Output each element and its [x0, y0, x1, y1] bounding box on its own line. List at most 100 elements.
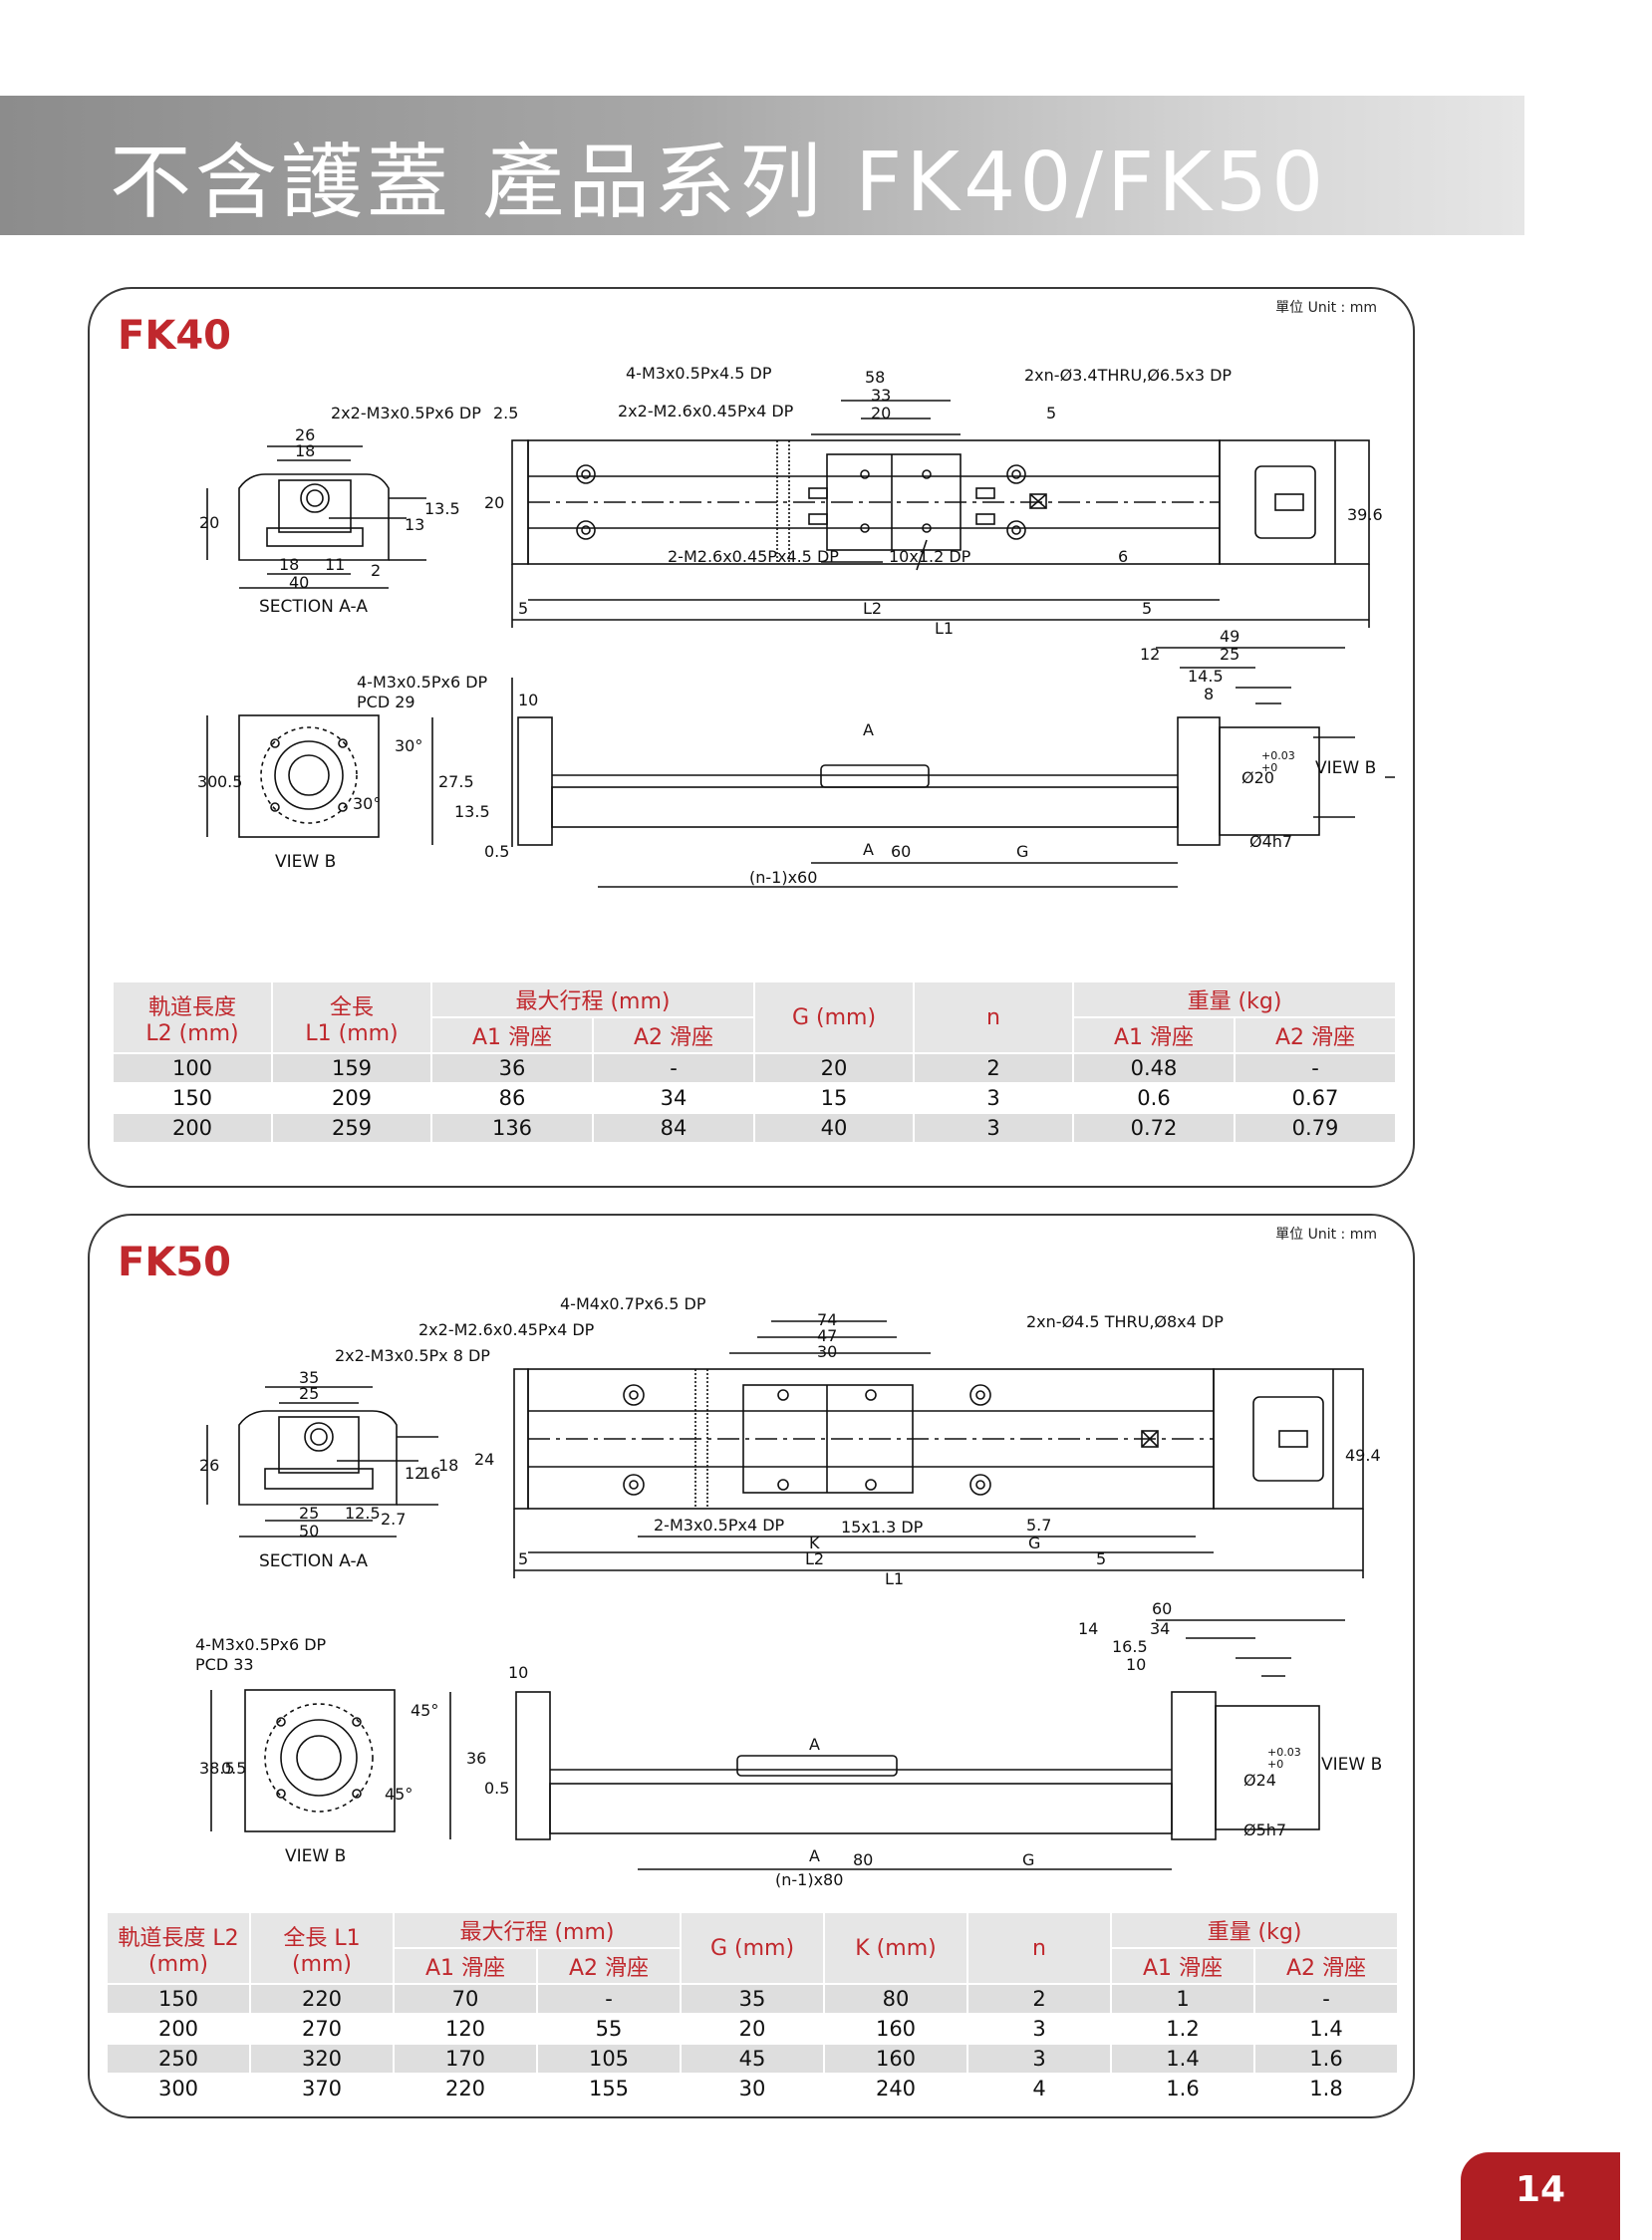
dim-value: 33: [871, 386, 891, 405]
table-cell: 200: [108, 2015, 249, 2043]
fk40-panel: 單位 Unit : mm FK40: [88, 287, 1415, 1188]
dim-value: 47: [817, 1326, 837, 1345]
table-cell: 320: [251, 2045, 393, 2073]
fk50-spec-table: 軌道長度 L2(mm) 全長 L1(mm) 最大行程 (mm) G (mm) K…: [106, 1911, 1399, 2104]
dim-callout: 2x2-M3x0.5Px6 DP: [331, 404, 481, 422]
dim-value: 10: [1126, 1655, 1146, 1674]
dim-value: 0.5: [484, 1779, 509, 1798]
dim-callout: 2-M3x0.5Px4 DP: [654, 1516, 785, 1535]
col-header-weight: 重量 (kg): [1074, 982, 1395, 1016]
dim-callout: 4-M4x0.7Px6.5 DP: [560, 1294, 706, 1313]
dim-value: 30°: [395, 736, 422, 755]
dim-callout: PCD 29: [357, 693, 415, 711]
table-cell: 120: [395, 2015, 536, 2043]
table-cell: 160: [825, 2015, 966, 2043]
dim-value: 39.6: [1347, 505, 1383, 524]
dim-value: 26: [295, 425, 315, 444]
dim-value: 0.5: [217, 772, 242, 791]
table-cell: 35: [682, 1985, 823, 2013]
dim-value: G: [1022, 1850, 1034, 1869]
dim-value: 5: [1046, 404, 1056, 422]
dim-value: 30: [817, 1342, 837, 1361]
dim-value: L1: [885, 1569, 904, 1588]
dim-value: G: [1028, 1534, 1040, 1552]
table-cell: 30: [682, 2075, 823, 2102]
dim-value: 18: [295, 441, 315, 460]
table-cell: 0.72: [1074, 1114, 1234, 1142]
table-cell: 150: [114, 1084, 271, 1112]
section-label: SECTION A-A: [259, 597, 368, 617]
table-cell: 3: [968, 2045, 1110, 2073]
dim-value: 13: [405, 515, 424, 534]
dim-value: 38.5: [199, 1759, 235, 1778]
dim-value: 18: [438, 1456, 458, 1475]
dim-value: 2.5: [493, 404, 518, 422]
col-header-weight: 重量 (kg): [1112, 1913, 1397, 1947]
dim-value: 36: [466, 1749, 486, 1768]
table-cell: -: [1236, 1054, 1395, 1082]
table-cell: -: [538, 1985, 680, 2013]
view-b-label: VIEW B: [285, 1846, 346, 1866]
dim-value: A: [863, 840, 874, 859]
col-header-a2: A2 滑座: [538, 1949, 680, 1983]
dim-value: 11: [325, 555, 345, 574]
dim-value: +0: [1267, 1758, 1283, 1771]
table-cell: 150: [108, 1985, 249, 2013]
dim-value: L1: [935, 619, 954, 638]
table-cell: 1.4: [1255, 2015, 1397, 2043]
col-header-wa2: A2 滑座: [1255, 1949, 1397, 1983]
dim-value: L2: [863, 599, 882, 618]
dim-value: 30: [197, 772, 217, 791]
table-row: 150 209 86 34 15 3 0.6 0.67: [114, 1084, 1395, 1112]
table-cell: 209: [273, 1084, 430, 1112]
dim-callout: 2x2-M2.6x0.45Px4 DP: [618, 402, 794, 420]
col-header-g: G (mm): [682, 1913, 823, 1983]
dim-value: (n-1)x60: [749, 868, 817, 887]
dim-value: 5.7: [1026, 1516, 1051, 1535]
unit-label: 單位 Unit : mm: [1275, 300, 1377, 316]
table-cell: 0.79: [1236, 1114, 1395, 1142]
dim-value: 20: [484, 493, 504, 512]
page-number: 14: [1461, 2152, 1620, 2240]
col-header-stroke: 最大行程 (mm): [395, 1913, 680, 1947]
table-row: 150 220 70 - 35 80 2 1 -: [108, 1985, 1397, 2013]
dim-value: A: [809, 1735, 820, 1754]
dim-value: Ø4h7: [1249, 832, 1292, 851]
table-cell: 3: [915, 1114, 1072, 1142]
dim-callout: 2-M2.6x0.45Px4.5 DP: [668, 547, 839, 566]
fk50-drawing: 4-M4x0.7Px6.5 DP 2x2-M2.6x0.45Px4 DP 2x2…: [195, 1294, 1382, 1889]
table-cell: 1: [1112, 1985, 1253, 2013]
section-label: SECTION A-A: [259, 1551, 368, 1571]
dim-value: 14.5: [1188, 667, 1224, 686]
table-cell: 250: [108, 2045, 249, 2073]
dim-value: 20: [871, 404, 891, 422]
table-cell: 2: [915, 1054, 1072, 1082]
dim-value: 58: [865, 368, 885, 387]
table-cell: 105: [538, 2045, 680, 2073]
view-b-arrow-label: VIEW B: [1315, 758, 1376, 778]
dim-value: +0: [1261, 761, 1277, 774]
dim-value: 30°: [353, 794, 381, 813]
col-header-stroke: 最大行程 (mm): [432, 982, 753, 1016]
table-cell: 270: [251, 2015, 393, 2043]
dim-value: 24: [474, 1450, 494, 1469]
table-cell: 136: [432, 1114, 592, 1142]
dim-value: G: [1016, 842, 1028, 861]
dim-value: 5: [1142, 599, 1152, 618]
table-cell: 55: [538, 2015, 680, 2043]
dim-value: 10: [518, 691, 538, 709]
table-cell: 1.8: [1255, 2075, 1397, 2102]
table-row: 100 159 36 - 20 2 0.48 -: [114, 1054, 1395, 1082]
table-cell: 3: [968, 2015, 1110, 2043]
dim-value: K: [809, 1534, 820, 1552]
table-cell: 100: [114, 1054, 271, 1082]
table-cell: 160: [825, 2045, 966, 2073]
table-cell: 34: [594, 1084, 753, 1112]
dim-callout: 2xn-Ø3.4THRU,Ø6.5x3 DP: [1024, 366, 1232, 385]
dim-value: 26: [199, 1456, 219, 1475]
dim-value: 50: [299, 1522, 319, 1540]
dim-value: 49: [1220, 627, 1239, 646]
table-cell: 0.67: [1236, 1084, 1395, 1112]
